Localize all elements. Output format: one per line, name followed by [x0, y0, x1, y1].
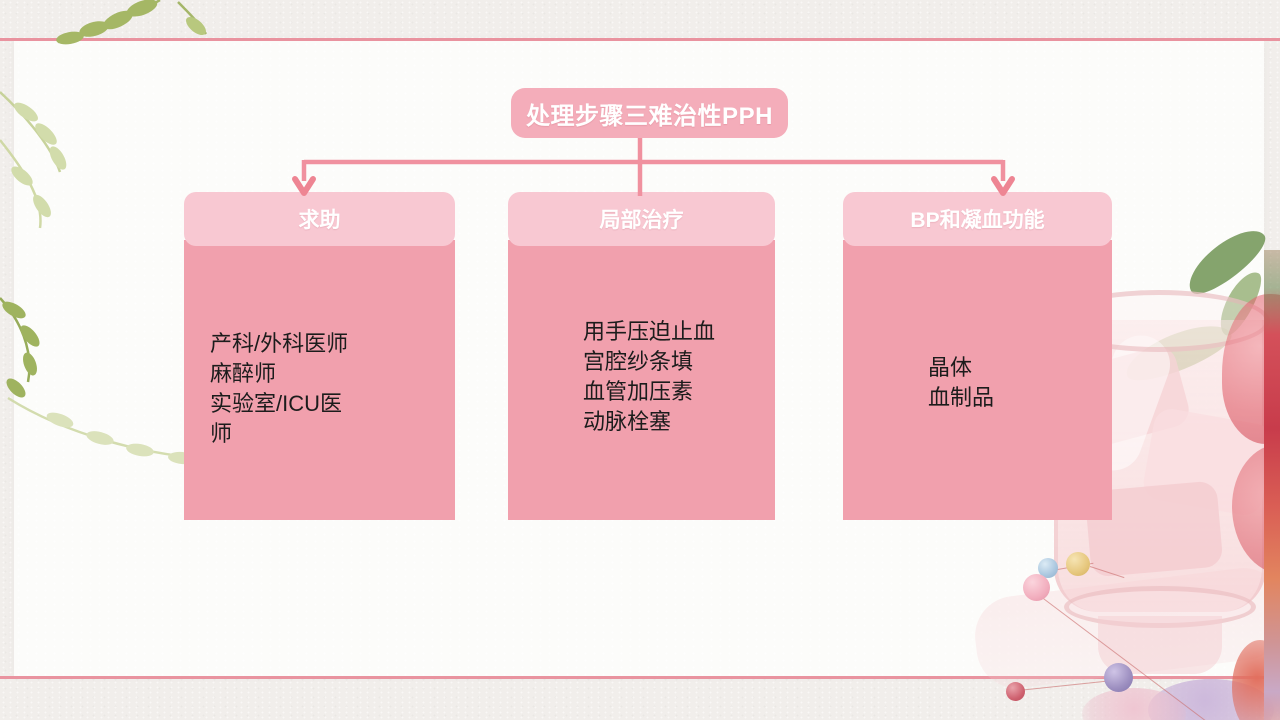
column-body-local-treatment	[508, 240, 775, 520]
bead-red	[1006, 682, 1025, 701]
column-header-label: BP和凝血功能	[910, 209, 1045, 232]
flowchart-title-box: 处理步骤三难治性PPH	[511, 88, 788, 138]
text-line: 晶体	[928, 355, 973, 380]
text-line: 麻醉师	[210, 361, 277, 386]
column-text-local-treatment: 用手压迫止血 宫腔纱条填 血管加压素 动脉栓塞	[583, 317, 715, 437]
column-header-label: 局部治疗	[599, 209, 684, 232]
arrow-down-icon	[292, 176, 316, 196]
arrow-down-icon	[991, 176, 1015, 196]
text-line: 产科/外科医师	[210, 331, 349, 356]
text-line: 血制品	[928, 385, 995, 410]
text-line: 用手压迫止血	[583, 319, 716, 344]
column-header-help: 求助	[184, 192, 455, 246]
top-border-line	[0, 38, 1280, 41]
column-body-help	[184, 240, 455, 520]
text-line: 宫腔纱条填	[583, 349, 694, 374]
bottom-border-line	[0, 676, 1280, 679]
flowchart-title-label: 处理步骤三难治性PPH	[526, 102, 773, 130]
text-line: 血管加压素	[583, 379, 694, 404]
text-line: 动脉栓塞	[583, 409, 672, 434]
column-header-local-treatment: 局部治疗	[508, 192, 775, 246]
bead-pink	[1023, 574, 1050, 601]
column-header-bp-coagulation: BP和凝血功能	[843, 192, 1112, 246]
column-text-bp-coagulation: 晶体 血制品	[928, 353, 994, 413]
bead-blue	[1038, 558, 1058, 578]
column-header-label: 求助	[298, 209, 341, 232]
